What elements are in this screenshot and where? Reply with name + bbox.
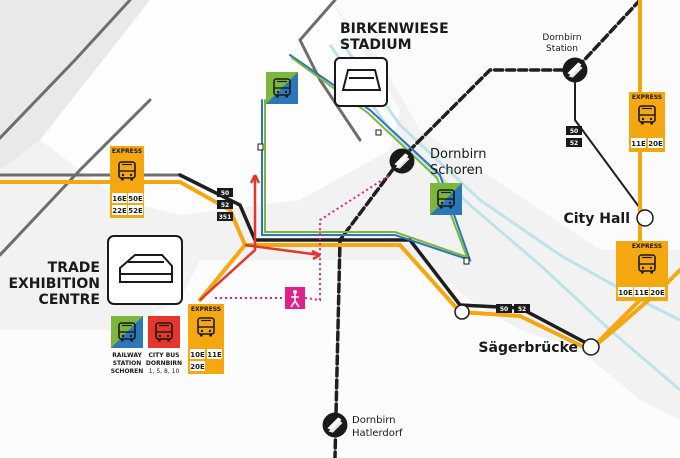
train-station-icon [562,57,588,83]
citybus-label-3: 1, 5, 8, 10 [149,368,180,375]
route-20e: 20E [648,140,663,148]
route-tags-south: 50 52 [496,304,530,313]
route-22e: 22E [112,207,127,215]
trade-name-line1: TRADE [48,260,100,276]
pedestrian-marker[interactable] [285,287,305,309]
railway-label-3: SCHOREN [111,368,144,375]
station-hatlerdorf-line1: Dornbirn [352,415,396,426]
tag-351: 351 [219,214,232,221]
tag-52: 52 [570,140,578,147]
station-dornbirn-line1: Dornbirn [542,33,581,43]
station-schoren[interactable]: Dornbirn Schoren [389,147,487,178]
stadium-icon-shape [341,69,382,91]
route-10e: 10E [190,351,205,359]
railway-label-2: STATION [113,360,142,367]
trade-name-line2: EXHIBITION [8,276,100,292]
trade-name-line3: CENTRE [39,292,100,308]
city-bus-stop[interactable]: CITY BUS DORNBIRN 1, 5, 8, 10 [146,316,182,375]
route-20e: 20E [190,363,205,371]
route-11e: 11E [631,140,646,148]
express-stop-city-hall-bottom[interactable]: EXPRESS 10E 11E 20E [616,241,668,301]
stop-marker [636,209,654,227]
bus-stop-schoren[interactable] [430,183,462,215]
route-tags-west: 50 52 351 [217,188,233,221]
station-dornbirn-line2: Station [546,44,578,54]
train-station-icon [389,148,415,174]
bus-stop-north[interactable] [266,72,298,104]
tag-52: 52 [518,306,526,313]
trade-group: TRADE EXHIBITION CENTRE [8,235,183,308]
route-20e: 20E [650,289,665,297]
saegerbruecke-label: Sägerbrücke [478,340,578,356]
stop-saegerbruecke[interactable]: Sägerbrücke [454,304,600,356]
express-stop-trade[interactable]: EXPRESS 10E 11E 20E [188,304,224,374]
tag-50: 50 [500,306,508,313]
express-stop-left[interactable]: EXPRESS 16E 50E 22E 52E [110,146,144,218]
train-station-icon [322,412,348,438]
railway-bus-stop[interactable]: RAILWAY STATION SCHOREN [111,316,144,375]
stop-marker [582,338,600,356]
route-11e: 11E [634,289,649,297]
tag-50: 50 [570,128,578,135]
stadium-icon [334,57,388,107]
route-50e: 50E [128,195,143,203]
express-label: EXPRESS [112,148,142,155]
stop-city-hall[interactable]: City Hall [563,209,654,227]
exhibition-hall-icon-shape [119,254,173,283]
route-11e: 11E [207,351,222,359]
route-16e: 16E [112,195,127,203]
station-hatlerdorf-line2: Hatlerdorf [352,428,403,439]
pedestrian-path [215,174,391,302]
stadium-group: BIRKENWIESE STADIUM [334,21,449,107]
stadium-name-line2: STADIUM [340,37,412,53]
stop-marker [454,304,470,320]
red-connector [199,174,321,301]
express-label: EXPRESS [632,243,662,250]
bus-route-blue-green [261,54,472,262]
citybus-label-2: DORNBIRN [146,360,182,367]
station-schoren-line2: Schoren [430,163,483,178]
stadium-name-line1: BIRKENWIESE [340,21,449,37]
express-stop-city-hall-top[interactable]: EXPRESS 11E 20E [629,92,665,152]
citybus-label-1: CITY BUS [149,352,180,359]
tag-52: 52 [221,202,229,209]
railway-label-1: RAILWAY [112,352,142,359]
station-schoren-line1: Dornbirn [430,147,487,162]
city-hall-label: City Hall [563,211,630,227]
express-label: EXPRESS [191,306,221,313]
exhibition-hall-icon [107,235,183,305]
station-hatlerdorf[interactable]: Dornbirn Hatlerdorf [322,412,403,439]
route-52e: 52E [128,207,143,215]
station-dornbirn[interactable]: Dornbirn Station 50 52 [542,33,588,147]
express-label: EXPRESS [632,94,662,101]
tag-50: 50 [221,190,229,197]
line-markers [257,129,470,265]
route-10e: 10E [618,289,633,297]
